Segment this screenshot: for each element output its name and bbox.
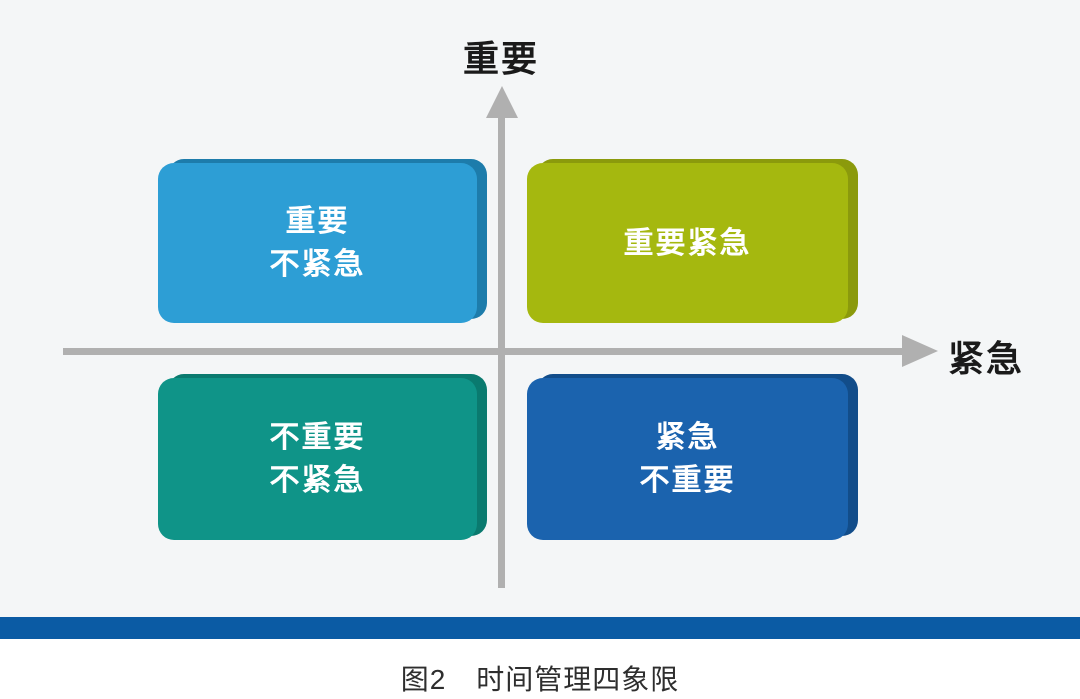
quadrant-face: 重要紧急: [527, 163, 848, 323]
quadrant-urgent-not-important: 紧急 不重要: [527, 374, 858, 540]
quadrant-label-line: 重要: [285, 205, 350, 238]
quadrant-label-line: 不紧急: [269, 248, 366, 281]
quadrant-face: 紧急 不重要: [527, 378, 848, 540]
quadrant-face: 重要 不紧急: [158, 163, 477, 323]
figure-caption: 图2 时间管理四象限: [0, 658, 1080, 698]
figure-title: 时间管理四象限: [476, 664, 680, 695]
x-axis-line: [63, 348, 903, 355]
quadrant-important-not-urgent: 重要 不紧急: [158, 159, 487, 323]
plot-background: 重要 紧急 重要 不紧急 重要紧急 不重要 不紧急: [0, 0, 1080, 617]
quadrant-not-important-not-urgent: 不重要 不紧急: [158, 374, 487, 540]
x-axis-label: 紧急: [948, 338, 1025, 379]
arrow-up-icon: [486, 86, 518, 118]
quadrant-important-urgent: 重要紧急: [527, 159, 858, 323]
quadrant-label-line: 重要紧急: [623, 226, 752, 260]
y-axis-label: 重要: [462, 38, 540, 79]
divider-bar: [0, 617, 1080, 639]
figure-number: 图2: [400, 664, 447, 695]
quadrant-label-line: 不紧急: [269, 464, 366, 497]
quadrant-face: 不重要 不紧急: [158, 378, 477, 540]
quadrant-label-line: 紧急: [655, 421, 720, 454]
arrow-right-icon: [902, 335, 938, 367]
quadrant-label-line: 不重要: [269, 421, 366, 454]
quadrant-label-line: 不重要: [639, 464, 736, 497]
